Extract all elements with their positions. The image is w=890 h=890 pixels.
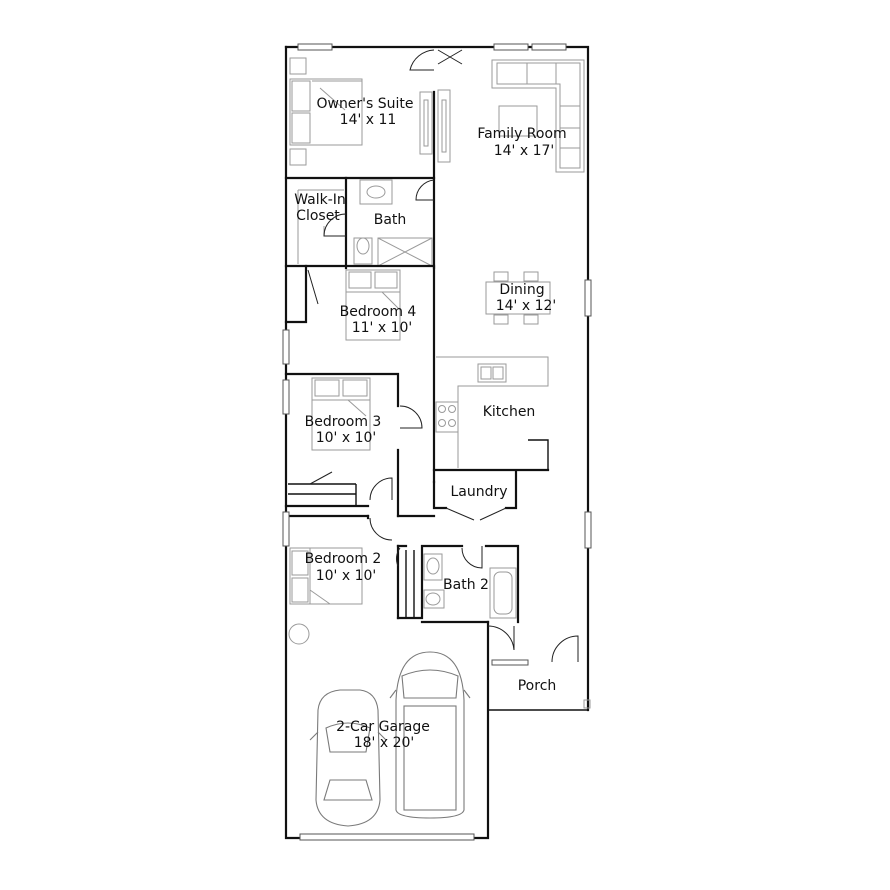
- bath-2-label: Bath 2: [443, 577, 489, 593]
- bedroom-2-label: Bedroom 2: [305, 551, 382, 567]
- dining-label: Dining: [499, 282, 544, 298]
- bath2-fixtures: [423, 553, 517, 619]
- family-room-label: Family Room: [477, 126, 566, 142]
- bedroom3-bed: [311, 377, 371, 451]
- owners-wardrobe: [419, 89, 451, 163]
- owners-suite-label: Owner's Suite: [316, 96, 413, 112]
- bedroom4-bed: [345, 269, 401, 341]
- bedroom-3-label: Bedroom 3: [305, 414, 382, 430]
- room-labels: Owner's Suite 14' x 11 Family Room 14' x…: [294, 96, 566, 751]
- owners-suite-dims: 14' x 11: [340, 112, 397, 128]
- walk-in-closet-label-2: Closet: [296, 208, 340, 224]
- laundry-label: Laundry: [450, 484, 507, 500]
- bedroom-2-dims: 10' x 10': [316, 568, 377, 584]
- fixtures: [288, 57, 585, 827]
- sectional-sofa: [491, 59, 585, 173]
- family-room-dims: 14' x 17': [494, 143, 555, 159]
- bath-fixtures: [353, 179, 433, 267]
- garage-car-sedan: [309, 689, 387, 827]
- garage-dims: 18' x 20': [354, 735, 415, 751]
- garage-car-van: [389, 651, 471, 819]
- dining-table: [485, 271, 551, 325]
- porch-label: Porch: [518, 678, 557, 694]
- kitchen-label: Kitchen: [483, 404, 536, 420]
- walk-in-closet-label-1: Walk-In: [294, 192, 346, 208]
- water-heater: [288, 623, 310, 645]
- bedroom-3-dims: 10' x 10': [316, 430, 377, 446]
- windows: [282, 43, 592, 841]
- doors: [307, 49, 591, 709]
- owners-bed: [289, 57, 363, 166]
- dining-dims: 14' x 12': [496, 298, 557, 314]
- kitchen-counters: [435, 356, 549, 468]
- bedroom-4-dims: 11' x 10': [352, 320, 413, 336]
- bath-label: Bath: [374, 212, 407, 228]
- garage-label: 2-Car Garage: [336, 719, 430, 735]
- bedroom2-bed: [289, 547, 363, 605]
- bedroom-4-label: Bedroom 4: [340, 304, 417, 320]
